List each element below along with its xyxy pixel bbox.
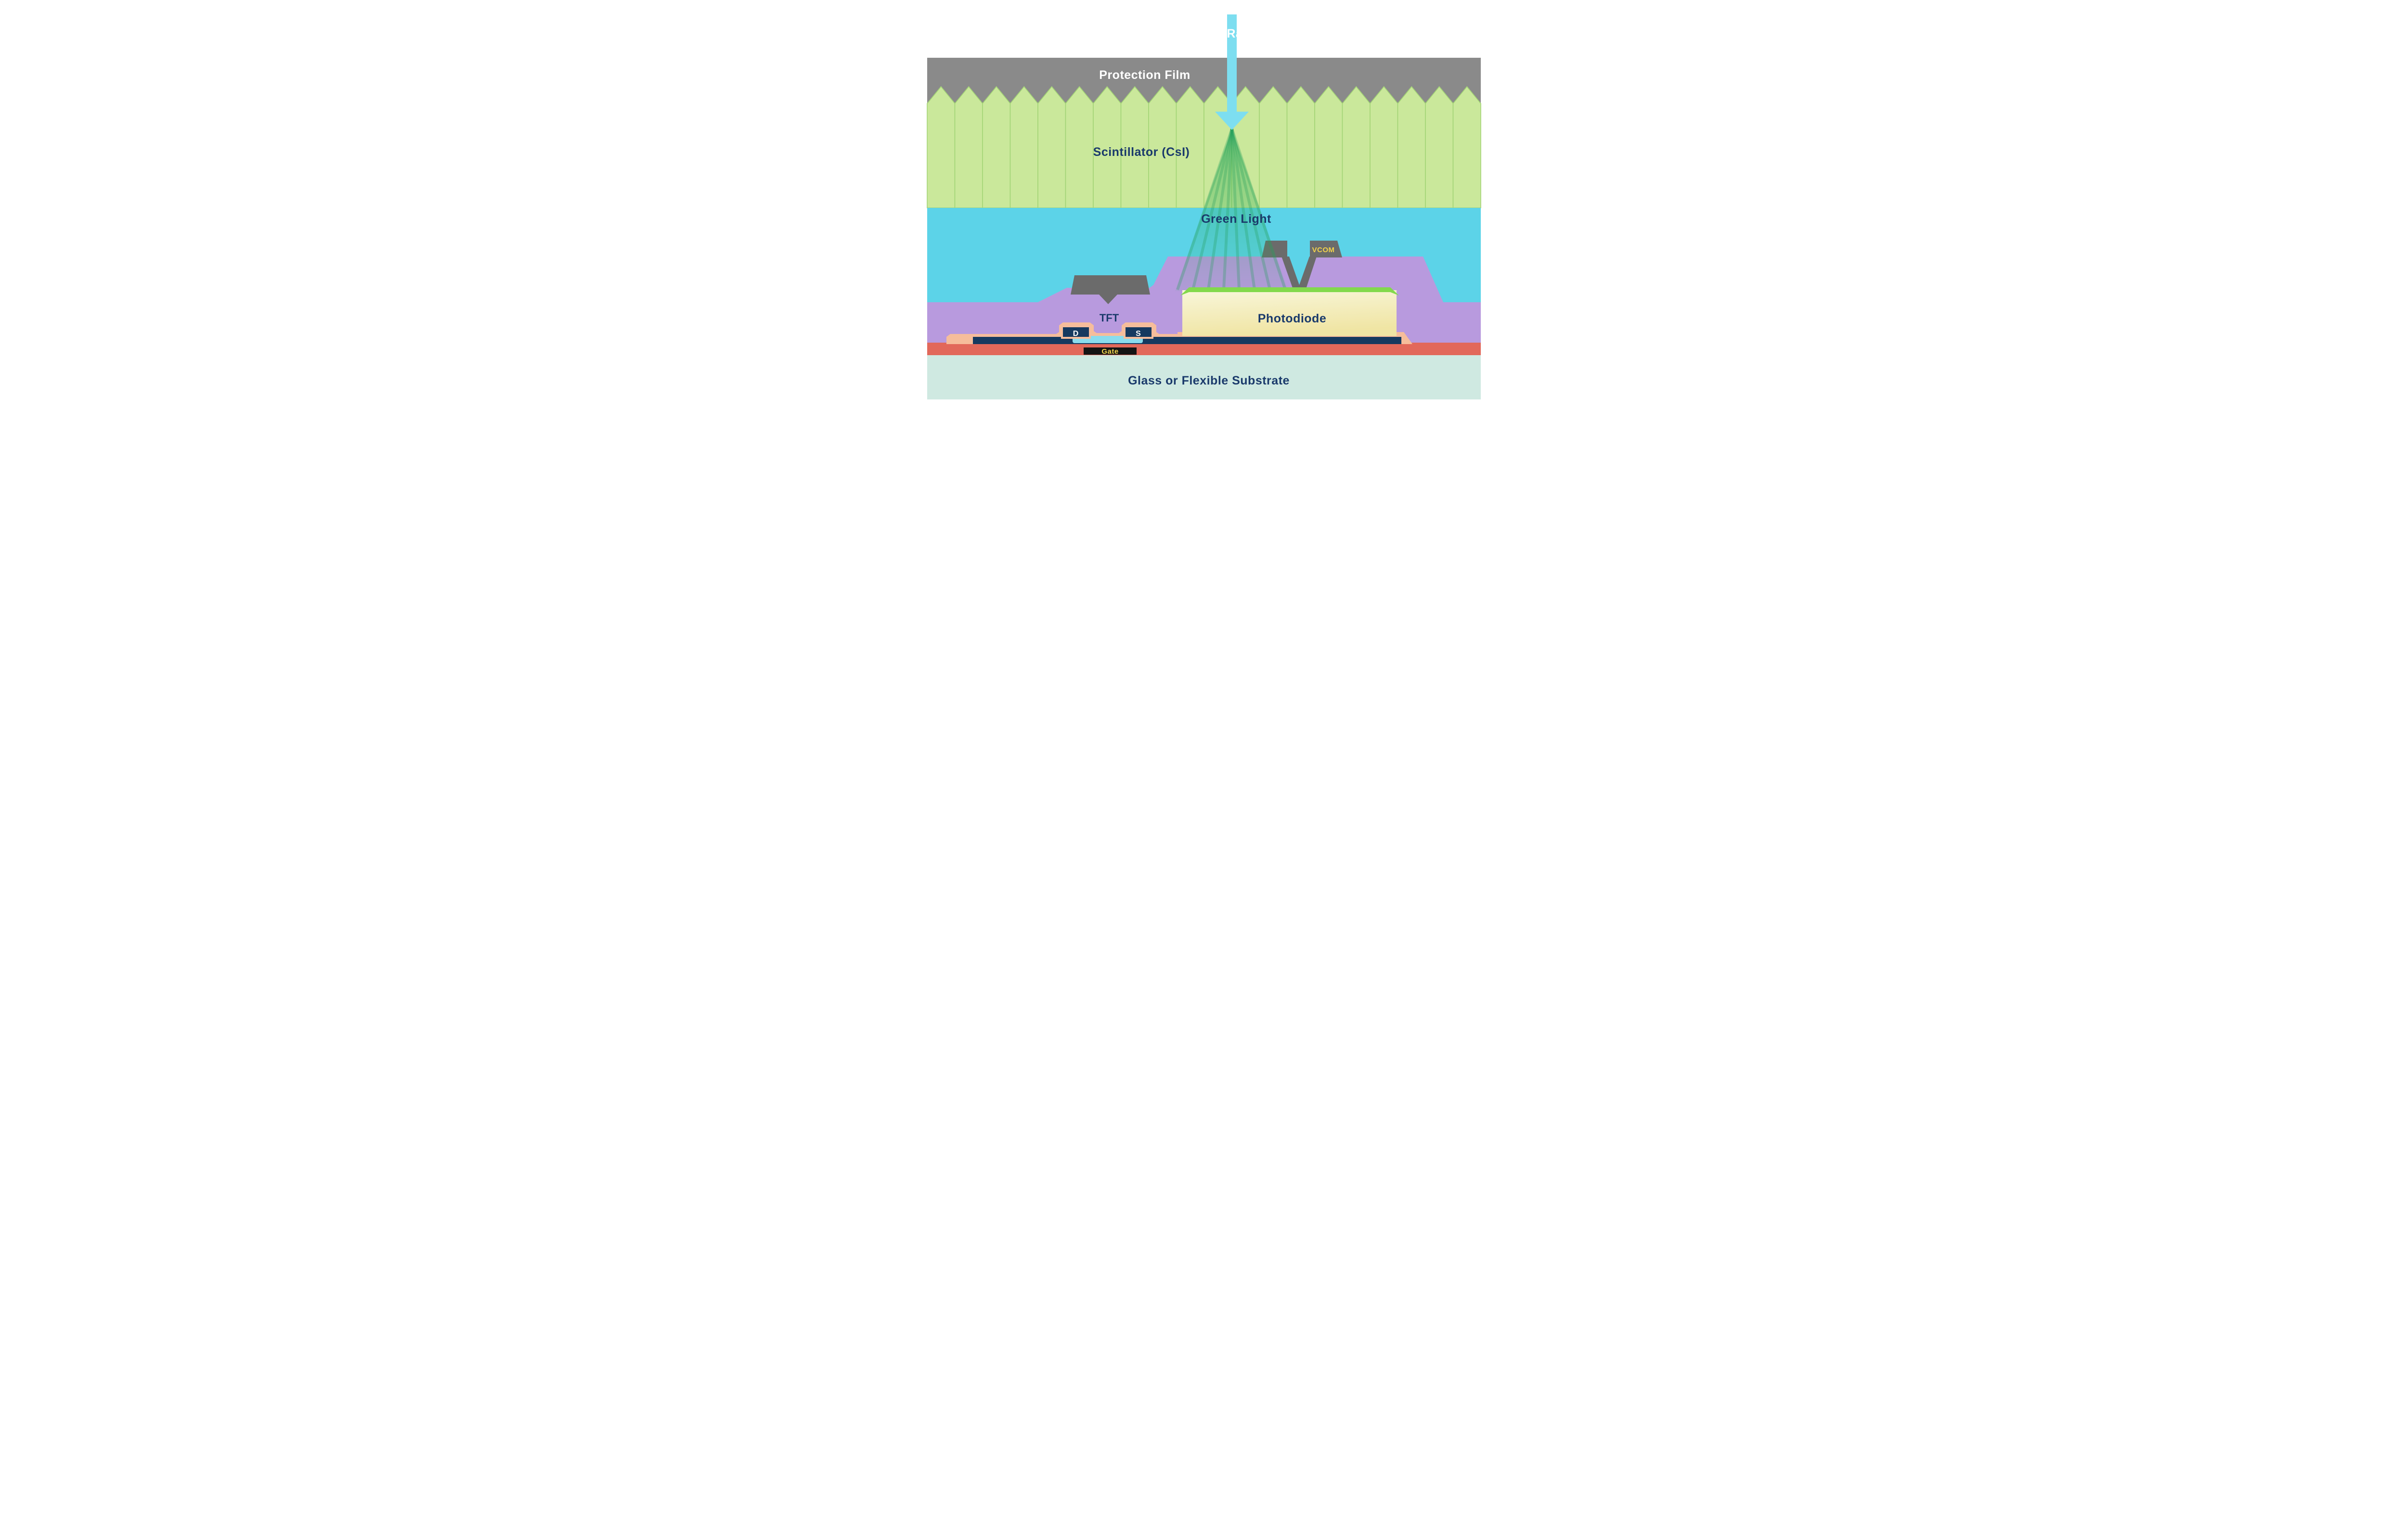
source-island	[1124, 325, 1153, 339]
scintillator-column	[1009, 86, 1038, 208]
xray-label: X-Ray	[1214, 27, 1249, 40]
green-light-ray	[1230, 128, 1287, 290]
photodiode-label: Photodiode	[1258, 312, 1326, 325]
vcom-right-pad	[1310, 241, 1342, 257]
green-light-ray	[1176, 128, 1233, 290]
scintillator-column	[1370, 86, 1398, 208]
xray-arrow-shaft	[1227, 14, 1237, 112]
detector-cross-section-diagram: X-Ray Protection Film Scintillator (CsI)…	[826, 0, 1581, 424]
scintillator-column	[982, 86, 1011, 208]
tft-label: TFT	[1100, 312, 1119, 324]
green-light-ray	[1230, 128, 1256, 290]
diagram-canvas: X-Ray Protection Film Scintillator (CsI)…	[927, 14, 1481, 399]
vcom-via	[1281, 257, 1317, 298]
protection-film-label: Protection Film	[1099, 68, 1190, 82]
bottom-electrode-bar	[973, 337, 1401, 344]
green-light-label: Green Light	[1201, 212, 1271, 226]
scintillator-column	[1314, 86, 1343, 208]
xray-arrow-head	[1215, 112, 1249, 130]
scintillator-column	[1065, 86, 1094, 208]
xray-arrow	[1215, 14, 1249, 130]
scintillator-column	[1397, 86, 1426, 208]
scintillator-column	[1286, 86, 1315, 208]
green-light-ray	[1207, 128, 1233, 290]
gate-label: Gate	[1101, 347, 1118, 356]
protection-film-layer	[927, 58, 1481, 103]
drain-island	[1061, 325, 1091, 339]
substrate-label: Glass or Flexible Substrate	[1128, 374, 1290, 387]
drain-label: D	[1073, 330, 1079, 338]
scintillator-column	[954, 86, 983, 208]
photodiode-top-contact	[1180, 287, 1399, 295]
green-light-ray	[1222, 128, 1233, 290]
scintillator-column	[1037, 86, 1066, 208]
scintillator-column	[1452, 86, 1481, 208]
scintillator-column	[1259, 86, 1288, 208]
photodiode-body	[1182, 290, 1397, 336]
scintillator-column	[1342, 86, 1371, 208]
green-light-ray	[1191, 128, 1233, 290]
green-light-cone	[1175, 129, 1288, 291]
green-light-ray	[1230, 128, 1241, 290]
scintillator-label: Scintillator (CsI)	[1093, 145, 1190, 159]
green-light-ray	[1230, 128, 1271, 290]
source-label: S	[1136, 330, 1141, 338]
substrate-layer	[927, 355, 1481, 399]
scintillator-column	[927, 86, 956, 208]
gate-line-layer	[927, 343, 1481, 355]
vcom-label: VCOM	[1312, 246, 1335, 254]
tft-shield-electrode	[1071, 275, 1150, 304]
gate-metal	[1084, 347, 1137, 355]
green-light-rays	[1175, 128, 1288, 291]
scintillator-column	[1425, 86, 1454, 208]
scintillator-columns	[927, 86, 1481, 208]
